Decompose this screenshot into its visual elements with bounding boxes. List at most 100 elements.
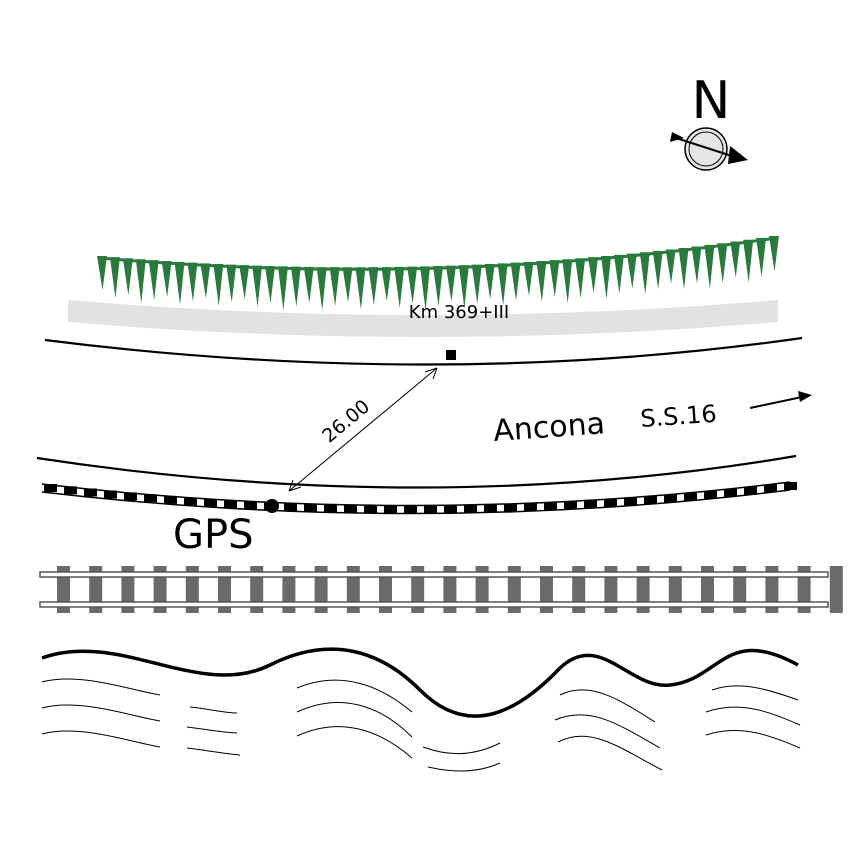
guard-rail-block	[524, 503, 537, 512]
grass-spike	[433, 266, 443, 306]
north-label: N	[692, 71, 731, 131]
grass-spike	[588, 257, 599, 294]
guard-rail-block	[584, 500, 597, 509]
grass-hedge-icon	[97, 236, 779, 311]
direction-city-label: Ancona	[492, 406, 606, 449]
distance-label: 26.00	[318, 395, 374, 447]
road-name-label: S.S.16	[639, 400, 717, 433]
guard-rail-block	[464, 504, 477, 513]
grass-spike	[445, 265, 456, 302]
grass-spike	[187, 262, 198, 302]
guard-rail	[41, 481, 797, 515]
north-arrow-icon	[670, 127, 748, 171]
road-edge-upper	[44, 336, 803, 366]
grass-spike	[161, 261, 172, 298]
grass-spike	[549, 260, 560, 298]
grass-spike	[109, 257, 120, 299]
railway-track-icon	[39, 566, 843, 613]
guard-rail-block	[284, 503, 297, 512]
grass-spike	[329, 267, 340, 307]
grass-spike	[717, 243, 728, 284]
grass-spike	[458, 265, 469, 309]
guard-rail-block	[664, 494, 677, 503]
guard-rail-block	[544, 502, 557, 511]
guard-rail-block	[744, 486, 757, 495]
grass-spike	[148, 260, 159, 301]
road-edge-lower	[36, 454, 797, 489]
grass-spike	[97, 256, 107, 290]
grass-spike	[252, 265, 263, 307]
grass-spike	[536, 261, 547, 303]
grass-spike	[471, 264, 482, 304]
grass-spike	[239, 265, 250, 300]
guard-rail-block	[84, 488, 97, 497]
direction-arrow-icon	[749, 391, 812, 409]
road-shoulder-band	[68, 300, 778, 337]
guard-rail-block	[604, 499, 617, 508]
grass-spike	[626, 253, 637, 289]
grass-spike	[200, 263, 211, 299]
grass-spike	[135, 259, 146, 304]
grass-spike	[226, 264, 237, 303]
grass-spike	[394, 266, 405, 308]
grass-spike	[756, 237, 767, 277]
sea-waves-icon	[41, 647, 801, 772]
grass-spike	[265, 266, 275, 303]
guard-rail-block	[504, 503, 517, 512]
grass-spike	[355, 267, 366, 310]
guard-rail-block	[784, 482, 797, 490]
guard-rail-block	[304, 503, 317, 512]
guard-rail-block	[164, 495, 177, 504]
grass-spike	[174, 261, 185, 305]
guard-rail-block	[204, 498, 217, 507]
grass-spike	[652, 250, 663, 289]
guard-rail-block	[224, 500, 237, 509]
guard-rail-block	[424, 505, 437, 514]
grass-spike	[277, 266, 288, 311]
grass-spike	[691, 246, 702, 284]
guard-rail-block	[324, 504, 337, 513]
gps-label: GPS	[173, 512, 254, 558]
grass-spike	[316, 267, 327, 311]
rail-tie	[829, 566, 843, 613]
grass-spike	[303, 266, 314, 303]
grass-spike	[523, 261, 534, 296]
guard-rail-block	[364, 505, 377, 514]
guard-rail-block	[124, 492, 137, 501]
guard-rail-block	[764, 484, 777, 493]
guard-rail-block	[564, 501, 577, 510]
guard-rail-block	[444, 505, 457, 514]
grass-spike	[704, 244, 715, 289]
grass-spike	[342, 267, 353, 303]
grass-spike	[510, 262, 521, 301]
guard-rail-block	[44, 484, 57, 492]
grass-spike	[122, 258, 133, 296]
grass-spike	[575, 258, 586, 299]
guard-rail-block	[244, 501, 257, 510]
survey-point-icon	[446, 350, 456, 360]
guard-rail-block	[724, 488, 737, 497]
guard-rail-block	[704, 490, 717, 499]
grass-spike	[743, 239, 754, 283]
grass-spike	[639, 252, 650, 295]
guard-rail-block	[344, 504, 357, 513]
grass-spike	[678, 248, 689, 290]
gps-point-icon	[265, 499, 279, 513]
grass-spike	[665, 249, 676, 284]
grass-spike	[381, 267, 392, 302]
guard-rail-block	[624, 497, 637, 506]
grass-spike	[562, 259, 573, 304]
guard-rail-block	[684, 492, 697, 501]
grass-spike	[613, 254, 624, 294]
grass-spike	[497, 263, 508, 306]
guard-rail-block	[64, 486, 77, 495]
grass-spike	[213, 263, 224, 306]
north-compass: N	[670, 71, 748, 171]
grass-spike	[484, 263, 495, 299]
grass-spike	[407, 266, 418, 304]
guard-rail-block	[104, 490, 117, 499]
guard-rail-block	[144, 494, 157, 503]
guard-rail-block	[184, 497, 197, 506]
distance-dimension: 26.00	[288, 367, 438, 492]
